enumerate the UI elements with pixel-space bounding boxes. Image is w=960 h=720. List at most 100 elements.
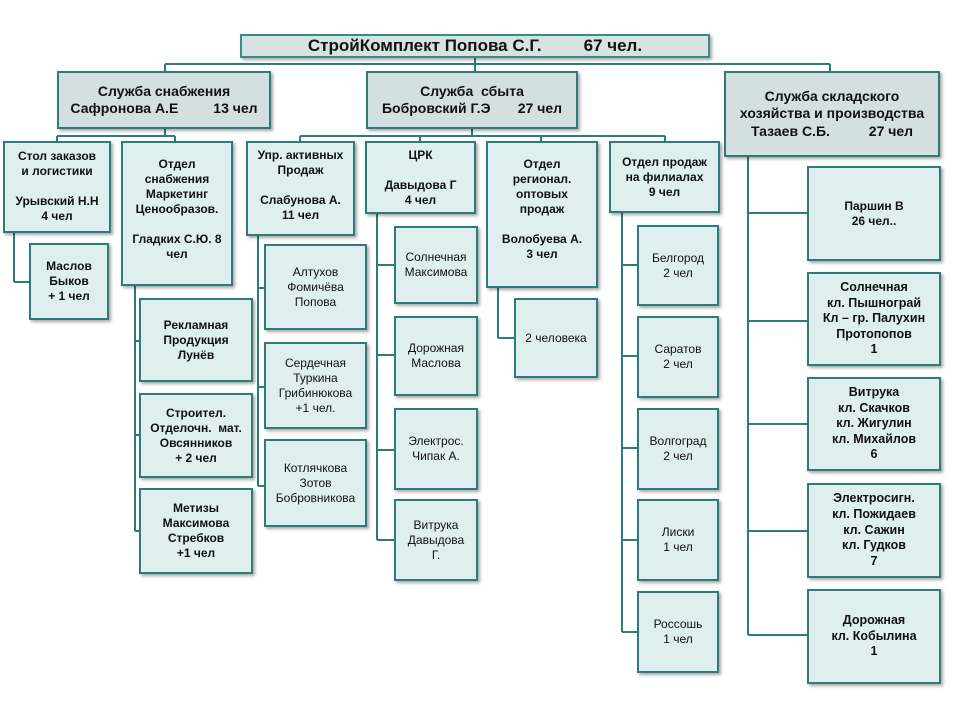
- unit-line: +1 чел.: [295, 400, 336, 415]
- unit-line: Ценообразов.: [135, 202, 219, 216]
- division-sales: Служба сбыта Бобровский Г.Э 27 чел: [366, 71, 578, 129]
- unit-line: Электрос.: [408, 434, 464, 448]
- unit-line: Быков: [49, 274, 89, 288]
- unit-stroitel: Строител. Отделочн. мат. Овсянников + 2 …: [139, 393, 253, 478]
- unit-line: Фомичёва: [287, 279, 344, 294]
- unit-line: Слабунова А.: [260, 193, 341, 207]
- unit-line: [175, 217, 178, 232]
- unit-solnech2: Солнечная кл. Пышнограй Кл – гр. Палухин…: [807, 272, 941, 366]
- division-warehouse-line: Служба складского: [764, 87, 900, 104]
- unit-belgorod: Белгород 2 чел: [637, 225, 719, 306]
- unit-saratov: Саратов 2 чел: [637, 316, 719, 398]
- unit-line: Туркина: [293, 370, 338, 385]
- unit-line: кл. Скачков: [838, 400, 910, 415]
- unit-line: и логистики: [21, 164, 93, 178]
- unit-line: 6: [870, 447, 878, 462]
- unit-line: 1: [870, 644, 878, 659]
- unit-dva-chel: 2 человека: [514, 298, 598, 378]
- unit-kotlyach: Котлячкова Зотов Бобровникова: [264, 439, 367, 527]
- unit-line: Продаж: [277, 163, 324, 177]
- unit-line: 2 человека: [525, 330, 587, 345]
- unit-line: +1 чел: [176, 546, 216, 560]
- unit-elektros: Электрос. Чипак А.: [394, 408, 478, 490]
- unit-line: Зотов: [299, 475, 332, 490]
- unit-line: Россошь: [653, 617, 703, 631]
- root-title: СтройКомплект Попова С.Г.: [307, 36, 542, 56]
- unit-line: Максимова: [404, 265, 468, 279]
- unit-line: Витрука: [848, 384, 900, 399]
- unit-line: Протопопов: [836, 326, 912, 341]
- unit-otdel-fil: Отдел продаж на филиалах 9 чел: [609, 141, 720, 213]
- unit-line: Отдел: [158, 157, 196, 171]
- unit-altuhov: Алтухов Фомичёва Попова: [264, 244, 367, 330]
- unit-parshin: Паршин В 26 чел..: [807, 166, 941, 261]
- unit-line: 7: [870, 553, 878, 568]
- unit-line: 2 чел: [663, 449, 693, 463]
- unit-line: 4 чел: [41, 209, 73, 223]
- unit-line: Маркетинг: [145, 187, 209, 201]
- unit-line: Г.: [431, 547, 441, 562]
- unit-line: Солнечная: [405, 250, 467, 264]
- unit-line: Попова: [294, 294, 337, 309]
- unit-line: + 1 чел: [48, 289, 90, 303]
- unit-line: Паршин В: [844, 198, 904, 213]
- unit-elektrosign: Электросигн. кл. Пожидаев кл. Сажин кл. …: [807, 483, 941, 578]
- unit-line: Овсянников: [159, 435, 233, 450]
- unit-line: чел: [166, 247, 188, 261]
- unit-line: кл. Гудков: [842, 538, 906, 553]
- unit-rossosh: Россошь 1 чел: [637, 591, 719, 673]
- unit-line: Строител.: [165, 405, 227, 420]
- division-sales-line: Служба сбыта: [420, 82, 524, 99]
- unit-line: 3 чел: [526, 247, 558, 261]
- unit-line: кл. Жигулин: [836, 416, 912, 431]
- unit-otdel-snab: Отдел снабжения Маркетинг Ценообразов. Г…: [121, 141, 233, 286]
- unit-line: Метизы: [173, 501, 219, 515]
- unit-line: кл. Михайлов: [831, 431, 917, 446]
- unit-otdel-reg: Отдел регионал. оптовых продаж Волобуева…: [486, 141, 598, 288]
- unit-line: [299, 178, 302, 193]
- unit-line: Алтухов: [292, 264, 339, 279]
- unit-line: Саратов: [654, 342, 702, 356]
- unit-line: Дорожная: [842, 613, 906, 628]
- unit-line: на филиалах: [625, 169, 704, 184]
- unit-line: Волобуева А.: [501, 232, 583, 246]
- unit-line: Урывский Н.Н: [15, 194, 99, 208]
- unit-line: Максимова: [162, 516, 230, 530]
- unit-line: Витрука: [413, 517, 459, 532]
- unit-line: 9 чел: [648, 184, 681, 199]
- unit-dorozh2: Дорожная кл. Кобылина 1: [807, 589, 941, 684]
- unit-line: [55, 179, 58, 194]
- unit-vitruka1: Витрука Давыдова Г.: [394, 499, 478, 581]
- unit-line: [419, 163, 422, 178]
- unit-reklam: Рекламная Продукция Лунёв: [139, 298, 253, 382]
- unit-liski: Лиски 1 чел: [637, 499, 719, 581]
- unit-line: Рекламная: [163, 317, 229, 332]
- unit-line: Упр. активных: [257, 148, 344, 162]
- unit-serdech: Сердечная Туркина Грибинюкова +1 чел.: [264, 342, 367, 429]
- unit-line: Отдел: [523, 157, 561, 171]
- unit-volgograd: Волгоград 2 чел: [637, 408, 719, 490]
- unit-line: снабжения: [144, 172, 210, 186]
- unit-dorozh1: Дорожная Маслова: [394, 316, 478, 396]
- unit-line: Гладких С.Ю. 8: [132, 232, 222, 246]
- unit-line: 1 чел: [663, 632, 693, 646]
- root-box: СтройКомплект Попова С.Г. 67 чел.: [240, 34, 710, 58]
- division-warehouse: Служба складского хозяйства и производст…: [724, 71, 940, 157]
- unit-line: оптовых: [516, 187, 568, 201]
- unit-line: ЦРК: [408, 148, 433, 162]
- unit-line: Чипак А.: [412, 449, 460, 463]
- division-supply: Служба снабжения Сафронова А.Е 13 чел: [57, 71, 271, 129]
- unit-line: Кл – гр. Палухин: [822, 311, 926, 326]
- division-warehouse-line: хозяйства и производства: [739, 105, 925, 122]
- unit-line: кл. Пожидаев: [832, 507, 916, 522]
- unit-line: Белгород: [651, 250, 705, 265]
- unit-solnech1: Солнечная Максимова: [394, 226, 478, 304]
- unit-stol: Стол заказов и логистики Урывский Н.Н 4 …: [3, 141, 111, 233]
- unit-line: Давыдова Г: [384, 178, 457, 192]
- unit-line: [540, 217, 543, 232]
- unit-line: Волгоград: [649, 434, 707, 448]
- division-supply-line: Служба снабжения: [97, 82, 231, 99]
- unit-line: 1 чел: [663, 540, 693, 554]
